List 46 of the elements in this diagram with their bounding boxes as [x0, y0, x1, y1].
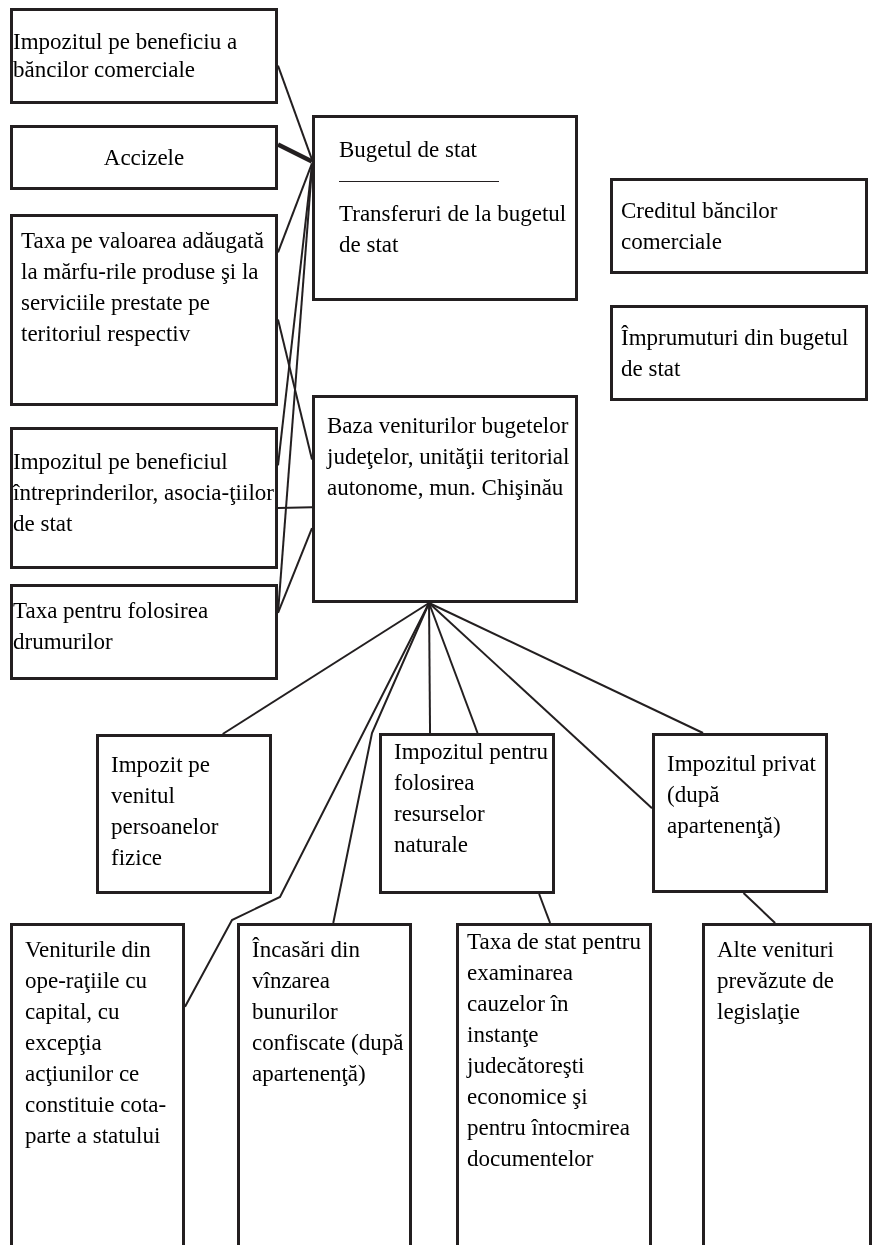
text-box [610, 305, 868, 401]
connector-line [538, 893, 552, 924]
box-text: Încasări din vînzarea bunurilor confiscate (după apartenenţă) [252, 936, 405, 1088]
text-box [312, 395, 578, 603]
text-box [10, 427, 278, 569]
text-box [10, 923, 185, 1245]
box-text: Baza veniturilor bugetelor judeţelor, unităţii teritorial autonome, mun. Chişinău [327, 412, 571, 502]
box-text: Alte venituri prevăzute de legislaţie [717, 936, 835, 1026]
connector-line [428, 602, 653, 810]
box-text: Impozitul privat (după apartenenţă) [667, 750, 817, 840]
box-text: Impozitul pentru folosirea resurselor naturale [394, 738, 548, 859]
box-text: Accizele [103, 144, 185, 172]
box-text: Impozitul pe beneficiul întreprinderilor, asocia-ţiilor de stat [13, 448, 275, 538]
connector-line [277, 64, 313, 161]
box-text: Veniturile din ope-raţiile cu capital, cu excepţia acţiunilor ce constituie cota-parte a statului [25, 936, 168, 1150]
box-text: Impozitul pe beneficiu a băncilor comerciale [13, 28, 239, 84]
box-text: Împrumuturi din bugetul de stat [621, 324, 850, 383]
box-text: Impozit pe venitul persoanelor fizice [111, 751, 220, 872]
text-box [312, 115, 578, 301]
connector-line [332, 602, 431, 924]
box-text: Taxa de stat pentru examinarea cauzelor în instanţe judecătoreşti economice şi pentru întocmirea documentelor [467, 928, 643, 1173]
text-box [610, 178, 868, 274]
connector-line [428, 602, 705, 734]
connector-line [742, 892, 777, 924]
box-text: Creditul băncilor comerciale [621, 197, 779, 256]
connector-line [221, 602, 431, 735]
text-box [237, 923, 412, 1245]
connector-line [277, 142, 313, 164]
text-box [456, 923, 652, 1245]
text-box [10, 584, 278, 680]
box-text: Taxa pentru folosirea drumurilor [13, 597, 210, 656]
box-text: Taxa pe valoarea adăugată la mărfu-rile produse şi la serviciile prestate pe teritoriul respectiv [21, 227, 265, 348]
box-text: Bugetul de stat [339, 136, 478, 164]
connector-line [277, 527, 313, 614]
connector-line [277, 506, 313, 509]
box-text: Transferuri de la bugetul de stat [339, 200, 567, 259]
text-box [652, 733, 828, 893]
text-box [10, 125, 278, 190]
text-box [10, 214, 278, 406]
connector-line [277, 162, 313, 254]
text-box [96, 734, 272, 894]
text-box [379, 733, 555, 894]
connector-line [428, 602, 479, 734]
text-box [702, 923, 872, 1245]
text-box [10, 8, 278, 104]
connector-line [277, 318, 313, 461]
